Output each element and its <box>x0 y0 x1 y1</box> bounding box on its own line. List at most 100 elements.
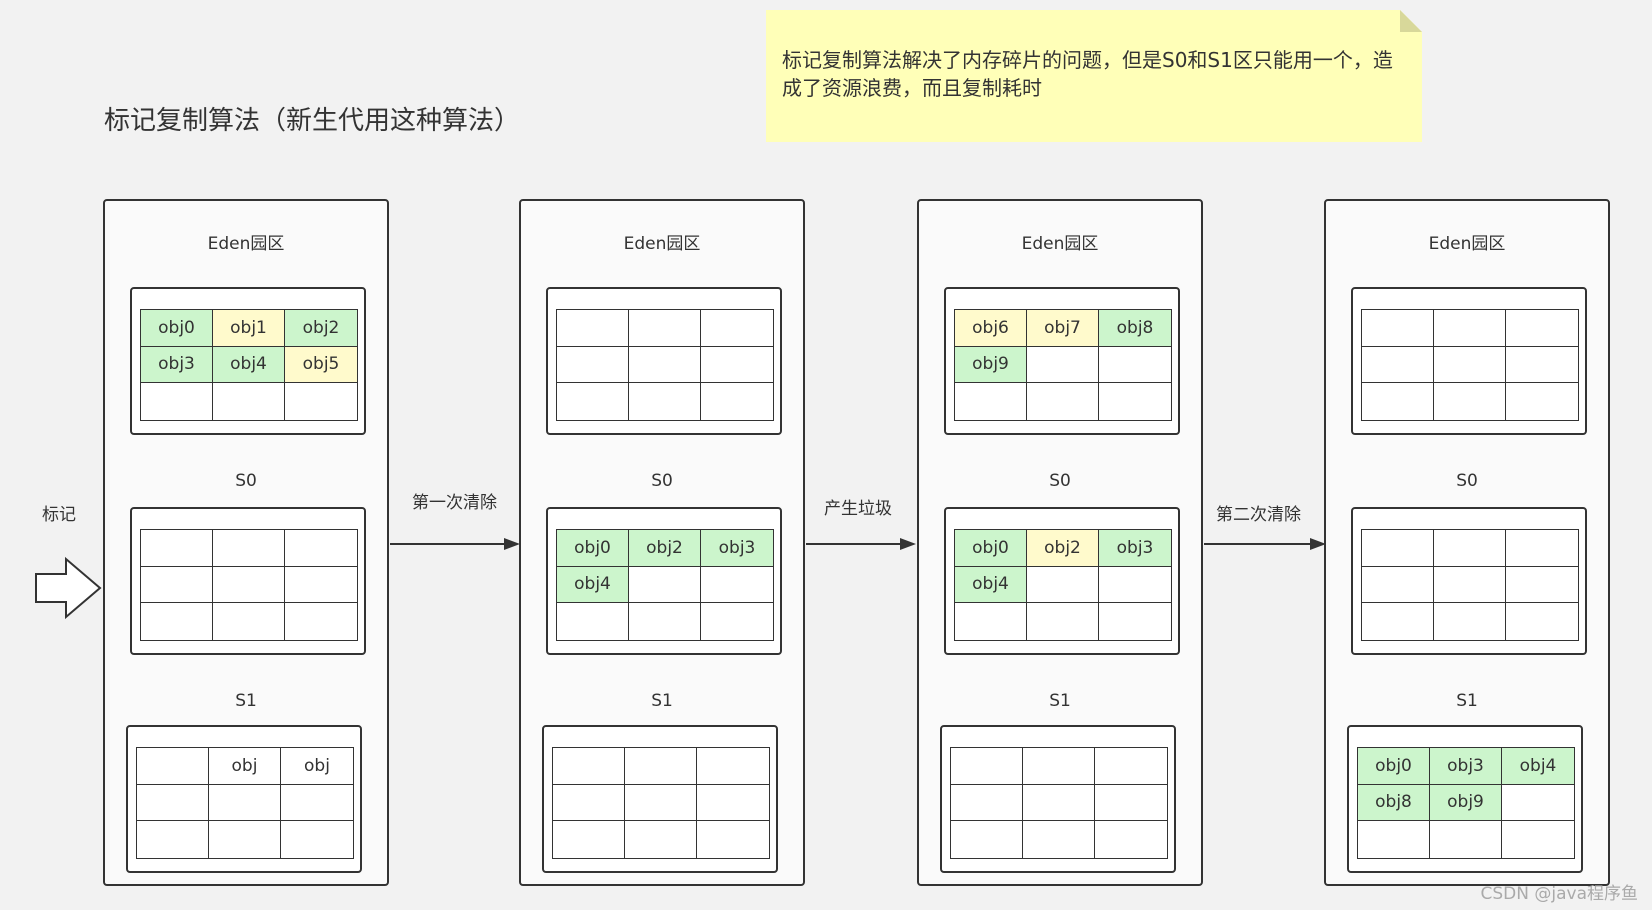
empty-cell <box>1099 603 1171 640</box>
object-cell: obj8 <box>1358 784 1430 822</box>
empty-cell <box>1506 603 1578 640</box>
object-cell: obj9 <box>1430 784 1502 822</box>
empty-cell <box>1434 310 1506 347</box>
empty-cell <box>1362 603 1434 640</box>
empty-cell <box>285 603 357 640</box>
empty-cell <box>137 821 209 858</box>
watermark: CSDN @java程序鱼 <box>1480 884 1639 904</box>
s0-region <box>1351 507 1587 655</box>
empty-cell <box>1434 603 1506 640</box>
empty-cell <box>1023 821 1095 858</box>
empty-cell <box>951 748 1023 785</box>
empty-cell <box>1358 821 1430 858</box>
mark-label: 标记 <box>42 505 76 525</box>
empty-cell <box>1434 383 1506 420</box>
object-cell: obj0 <box>1358 748 1430 785</box>
empty-cell <box>629 310 701 347</box>
empty-cell <box>701 347 773 384</box>
empty-cell <box>1027 383 1099 420</box>
object-cell: obj4 <box>213 346 285 384</box>
s0-label: S0 <box>1049 471 1071 491</box>
empty-cell <box>285 567 357 604</box>
empty-cell <box>701 383 773 420</box>
empty-cell <box>553 748 625 785</box>
empty-cell <box>553 821 625 858</box>
empty-cell <box>1506 383 1578 420</box>
eden-label: Eden园区 <box>207 234 285 254</box>
empty-cell <box>629 603 701 640</box>
empty-cell <box>1362 566 1434 604</box>
transition-label-2: 产生垃圾 <box>824 499 892 519</box>
empty-cell <box>553 784 625 822</box>
diagram-title: 标记复制算法（新生代用这种算法） <box>104 106 521 136</box>
object-cell: obj3 <box>141 346 213 384</box>
empty-cell <box>213 530 285 567</box>
empty-cell <box>1099 567 1171 604</box>
eden-memory-grid <box>1361 309 1579 421</box>
empty-cell <box>1099 383 1171 420</box>
empty-cell <box>1430 821 1502 858</box>
empty-cell <box>1362 383 1434 420</box>
object-cell: obj0 <box>557 530 629 567</box>
empty-cell <box>1362 346 1434 384</box>
object-cell: obj8 <box>1099 310 1171 347</box>
object-cell: obj <box>209 748 281 785</box>
empty-cell <box>1095 821 1167 858</box>
empty-cell <box>141 603 213 640</box>
empty-cell <box>285 530 357 567</box>
empty-cell <box>1502 821 1574 858</box>
object-cell: obj2 <box>629 530 701 567</box>
empty-cell <box>1362 310 1434 347</box>
transition-arrow-2 <box>806 538 916 550</box>
empty-cell <box>1506 567 1578 604</box>
s1-label: S1 <box>1456 691 1478 711</box>
empty-cell <box>557 310 629 347</box>
empty-cell <box>629 566 701 604</box>
object-cell: obj3 <box>701 530 773 567</box>
empty-cell <box>1023 784 1095 822</box>
empty-cell <box>213 566 285 604</box>
object-cell: obj2 <box>285 310 357 347</box>
empty-cell <box>629 383 701 420</box>
object-cell: obj3 <box>1430 748 1502 785</box>
empty-cell <box>1506 347 1578 384</box>
sticky-note-text: 标记复制算法解决了内存碎片的问题，但是S0和S1区只能用一个，造成了资源浪费，而… <box>782 48 1393 100</box>
transition-arrow-3 <box>1204 538 1326 550</box>
empty-cell <box>951 821 1023 858</box>
s1-region <box>940 725 1176 873</box>
object-cell: obj6 <box>955 310 1027 347</box>
empty-cell <box>1434 346 1506 384</box>
empty-cell <box>955 603 1027 640</box>
empty-cell <box>557 383 629 420</box>
s0-label: S0 <box>651 471 673 491</box>
s1-memory-grid <box>950 747 1168 859</box>
empty-cell <box>285 383 357 420</box>
empty-cell <box>697 821 769 858</box>
sticky-note <box>766 10 1422 142</box>
object-cell: obj4 <box>955 566 1027 604</box>
transition-label-1: 第一次清除 <box>412 493 497 513</box>
empty-cell <box>1027 346 1099 384</box>
eden-memory-grid <box>556 309 774 421</box>
empty-cell <box>629 346 701 384</box>
empty-cell <box>1362 530 1434 567</box>
empty-cell <box>697 748 769 785</box>
eden-label: Eden园区 <box>1428 234 1506 254</box>
object-cell: obj7 <box>1027 310 1099 347</box>
empty-cell <box>1027 603 1099 640</box>
empty-cell <box>625 821 697 858</box>
object-cell: obj2 <box>1027 530 1099 567</box>
s1-label: S1 <box>651 691 673 711</box>
empty-cell <box>141 530 213 567</box>
